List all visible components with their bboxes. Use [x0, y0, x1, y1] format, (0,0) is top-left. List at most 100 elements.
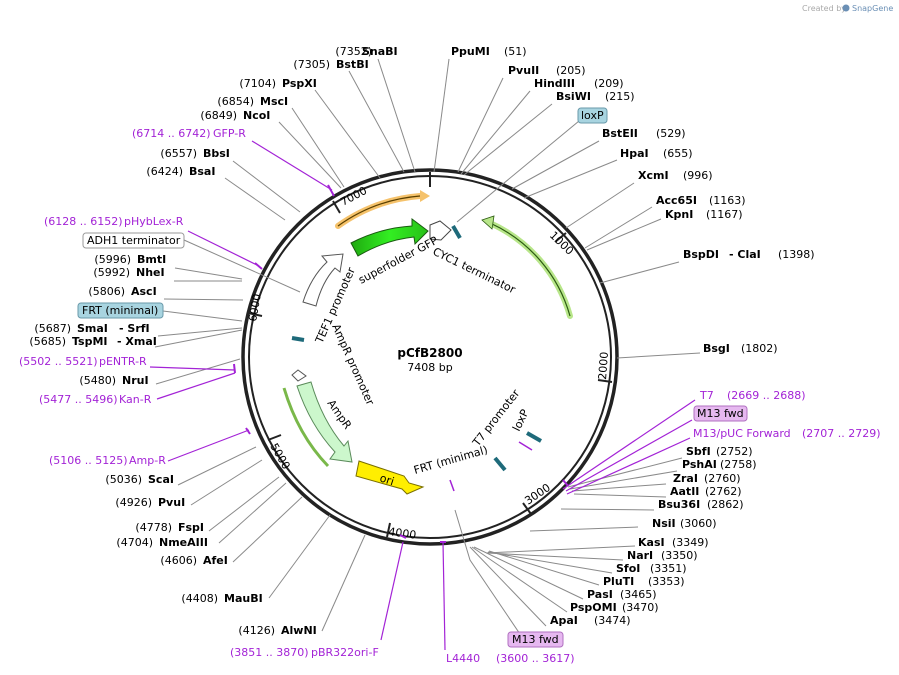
primer-l4440-range: (3600 .. 3617): [496, 652, 575, 665]
enzyme-fspi-pos: (4778): [135, 521, 172, 534]
boxed-leader-lines: [162, 120, 580, 641]
enzyme-maubi: MauBI: [224, 592, 263, 605]
enzyme-nari-pos: (3350): [661, 549, 698, 562]
enzyme-maubi-pos: (4408): [181, 592, 218, 605]
enzyme-bsgi-pos: (1802): [741, 342, 778, 355]
outer-arc-orange-core: [337, 195, 421, 227]
enzyme-acc65i: Acc65I: [656, 194, 697, 207]
loxp-box: loxP: [577, 107, 608, 124]
enzyme-bbsi-pos: (6557): [160, 147, 197, 160]
primer-amp-r: Amp-R: [129, 454, 166, 467]
primer-gfp-r-range: (6714 .. 6742): [132, 127, 211, 140]
created-by-text: Created by: [802, 4, 846, 13]
enzyme-xcmi: XcmI: [638, 169, 669, 182]
enzyme-leader-lines: [154, 58, 701, 632]
tick-6000: [247, 312, 263, 317]
enzyme-bmti: BmtI: [137, 253, 166, 266]
enzyme-smai-pos: (5687): [34, 322, 71, 335]
enzyme-ppumi-pos: (51): [504, 45, 527, 58]
enzyme-bsai-pos: (6424): [146, 165, 183, 178]
enzyme-bsgi: BsgI: [703, 342, 730, 355]
primer-t7-range: (2669 .. 2688): [727, 389, 806, 402]
enzyme-pspxi: PspXI: [282, 77, 317, 90]
enzyme-nhei: NheI: [136, 266, 165, 279]
loxp-inner-label: loxP: [510, 407, 532, 433]
enzyme-nhei-pos: (5992): [93, 266, 130, 279]
ampr-outer-arc: [282, 387, 330, 468]
enzyme-bsteii-pos: (529): [656, 127, 686, 140]
enzyme-sbfi-pos: (2752): [716, 445, 753, 458]
enzyme-scai: ScaI: [148, 473, 174, 486]
tick-label-6000: 6000: [246, 293, 264, 323]
m13-fwd-right-label: M13 fwd: [697, 407, 744, 420]
tick-5000: [267, 434, 282, 441]
tick-label-2000: 2000: [596, 351, 611, 380]
outer-arc-green-core: [489, 222, 571, 317]
enzyme-snabi: SnaBI: [362, 45, 398, 58]
primer-labels: (6714 .. 6742) GFP-R (6128 .. 6152) pHyb…: [19, 127, 881, 665]
enzyme-nrui-pos: (5480): [79, 374, 116, 387]
enzyme-pluti-pos: (3353): [648, 575, 685, 588]
primer-pentr-r-range: (5502 .. 5521): [19, 355, 98, 368]
enzyme-bbsi: BbsI: [203, 147, 230, 160]
enzyme-nsii-pos: (3060): [680, 517, 717, 530]
enzyme-apai-pos: (3474): [594, 614, 631, 627]
m13-fwd-right-box: M13 fwd: [693, 405, 748, 422]
enzyme-bsiwi-pos: (215): [605, 90, 635, 103]
m13-fwd-bottom-label: M13 fwd: [512, 633, 559, 646]
frt-primer-mark: [449, 479, 455, 492]
primer-m13-puc-forward-range: (2707 .. 2729): [802, 427, 881, 440]
enzyme-nsii: NsiI: [652, 517, 676, 530]
enzyme-tspmi-pos: (5685): [29, 335, 66, 348]
enzyme-bsiwi: BsiWI: [556, 90, 591, 103]
enzyme-sbfi: SbfI: [686, 445, 711, 458]
ori-arrow: [355, 460, 425, 495]
enzyme-pshai-pos: (2758): [720, 458, 757, 471]
enzyme-kasi-pos: (3349): [672, 536, 709, 549]
enzyme-hpai-pos: (655): [663, 147, 693, 160]
enzyme-nmeaiii-pos: (4704): [116, 536, 153, 549]
enzyme-pluti: PluTI: [603, 575, 634, 588]
enzyme-nrui: NruI: [122, 374, 149, 387]
enzyme-bsu36i: Bsu36I: [658, 498, 700, 511]
cyc1-terminator-label: CYC1 terminator: [431, 245, 518, 296]
enzyme-fspi: FspI: [178, 521, 204, 534]
enzyme-zrai-pos: (2760): [704, 472, 741, 485]
enzyme-hindiii-pos: (209): [594, 77, 624, 90]
enzyme-apai: ApaI: [550, 614, 578, 627]
primer-pbr322ori-f-range: (3851 .. 3870): [230, 646, 309, 659]
enzyme-msci-pos: (6854): [217, 95, 254, 108]
enzyme-clai: - ClaI: [729, 248, 761, 261]
enzyme-bsteii: BstEII: [602, 127, 638, 140]
enzyme-xmai: - XmaI: [117, 335, 157, 348]
enzyme-nmeaiii: NmeAIII: [159, 536, 208, 549]
primer-l4440: L4440: [446, 652, 480, 665]
adh1-terminator-label: ADH1 terminator: [87, 234, 181, 247]
enzyme-bspdi-pos: (1398): [778, 248, 815, 261]
ori-label: ori: [378, 471, 396, 488]
cyc1-terminator-arrow: [429, 220, 452, 241]
enzyme-pvui: PvuI: [158, 496, 185, 509]
enzyme-pshai: PshAI: [682, 458, 717, 471]
enzyme-bspdi: BspDI: [683, 248, 719, 261]
enzyme-ppumi: PpuMI: [451, 45, 490, 58]
tick-4000: [386, 522, 391, 538]
adh1-terminator-box: ADH1 terminator: [82, 232, 185, 249]
frt-minimal-marker: [493, 456, 507, 472]
tick-3000: [522, 502, 532, 515]
outer-arc-green-head: [481, 215, 495, 230]
ampr-promoter-label: AmpR promoter: [329, 322, 377, 408]
frt-minimal-label: FRT (minimal): [412, 443, 489, 477]
primer-m13-puc-forward: M13/pUC Forward: [693, 427, 791, 440]
tick-7000: [332, 200, 341, 214]
enzyme-pvuii-pos: (205): [556, 64, 586, 77]
enzyme-kpni-pos: (1167): [706, 208, 743, 221]
tick-marks: [247, 172, 613, 538]
enzyme-afei-pos: (4606): [160, 554, 197, 567]
enzyme-aatii-pos: (2762): [705, 485, 742, 498]
enzyme-bsai: BsaI: [189, 165, 215, 178]
enzyme-asci-pos: (5806): [88, 285, 125, 298]
enzyme-msci: MscI: [260, 95, 288, 108]
frt-left-marker: [291, 336, 305, 342]
superfolder-gfp-arrow: [350, 218, 429, 257]
